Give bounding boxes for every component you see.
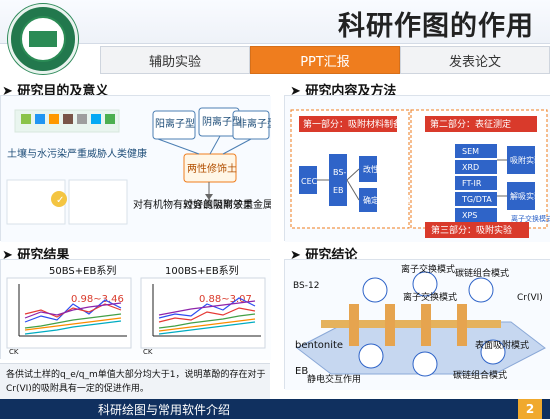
caption-left: 对有机物有较好的吸附效果 xyxy=(133,198,253,211)
conclusion-label-ion-2: 离子交换模式 xyxy=(403,291,457,303)
chart-right-title: 100BS+EB系列 xyxy=(165,264,239,277)
logo-inner xyxy=(20,16,66,62)
svg-text:✓: ✓ xyxy=(56,195,64,206)
conclusion-label-surface: 表面吸附模式 xyxy=(475,339,529,351)
method-ion-exchange: 离子交换模式 xyxy=(511,214,550,223)
purpose-diagram: 阳离子型 阴离子型 非离子型 两性修饰土 土壤与水污染严重威胁人类健康 对有机物… xyxy=(1,96,353,242)
method-desorption: 解吸实验 xyxy=(510,191,542,201)
conclusion-label-cr: Cr(VI) xyxy=(517,293,543,303)
results-charts: 50BS+EB系列 100BS+EB系列 0.98~3.46 0.88~3.07… xyxy=(1,260,271,360)
range-left: 0.98~3.46 xyxy=(71,294,124,305)
conclusion-label-eb: EB xyxy=(295,366,308,377)
note-line-2: Cr(VI)的吸附具有一定的促进作用。 xyxy=(6,384,149,394)
method-box-2: 第二部分：表征测定 xyxy=(430,118,511,130)
conclusion-label-carbon-2: 碳链组合模式 xyxy=(453,369,507,381)
method-xps: XPS xyxy=(462,211,477,220)
method-cec: CEC xyxy=(301,177,318,186)
purpose-panel: 阳离子型 阴离子型 非离子型 两性修饰土 土壤与水污染严重威胁人类健康 对有机物… xyxy=(0,95,353,242)
logo-building xyxy=(29,31,57,47)
method-tgdta: TG/DTA xyxy=(461,195,492,204)
tab-ppt-report[interactable]: PPT汇报 xyxy=(250,46,400,74)
result-note: 各供试土样的q_e/q_m单值大部分均大于1，说明革酚的存在对于 Cr(VI)的… xyxy=(0,363,270,401)
tab-assist-experiment[interactable]: 辅助实验 xyxy=(100,46,250,74)
tab-publish-paper[interactable]: 发表论文 xyxy=(400,46,550,74)
method-ftir: FT-IR xyxy=(462,179,482,188)
conclusion-label-bs12: BS-12 xyxy=(293,281,319,291)
label-nonionic: 非离子型 xyxy=(237,117,271,130)
conclusion-diagram: 离子交换模式 碳链组合模式 离子交换模式 BS-12 Cr(VI) benton… xyxy=(285,260,550,390)
legend-left-1: CK xyxy=(9,348,19,356)
method-condition: 改性条件 xyxy=(363,164,395,174)
label-soil-water: 土壤与水污染严重威胁人类健康 xyxy=(7,147,147,160)
label-anionic: 阴离子型 xyxy=(202,115,242,128)
conclusion-label-electrostatic: 静电交互作用 xyxy=(307,373,361,385)
logo-icon xyxy=(8,4,78,74)
range-right: 0.88~3.07 xyxy=(199,294,252,305)
caption-right: 对含氯阴离子重金属吸附效果不能满意 xyxy=(183,198,271,211)
conclusion-panel: 离子交换模式 碳链组合模式 离子交换模式 BS-12 Cr(VI) benton… xyxy=(284,259,550,390)
method-eb: EB xyxy=(333,186,344,195)
method-dose: 确定修饰剂量 xyxy=(363,195,411,205)
legend-right-1: CK xyxy=(143,348,153,356)
method-box-3: 第三部分：吸附实验 xyxy=(431,224,512,236)
conclusion-label-carbon: 碳链组合模式 xyxy=(455,267,509,279)
methods-diagram: 第一部分：吸附材料制备 第二部分：表征测定 第三部分：吸附实验 CEC BS-1… xyxy=(285,96,550,242)
footer-title: 科研绘图与常用软件介绍 xyxy=(98,403,231,417)
header-bar: 科研作图的作用 xyxy=(0,0,550,74)
page-number: 2 xyxy=(518,399,542,419)
conclusion-label-ion: 离子交换模式 xyxy=(401,263,455,275)
method-adsorption: 吸附实验 xyxy=(510,155,542,165)
top-tabs: 辅助实验 PPT汇报 发表论文 xyxy=(100,46,550,74)
footer-bar: 科研绘图与常用软件介绍 2 xyxy=(0,399,550,419)
label-cationic: 阳离子型 xyxy=(155,117,195,130)
chart-left-title: 50BS+EB系列 xyxy=(49,264,116,277)
method-sem: SEM xyxy=(462,147,479,156)
results-panel: 50BS+EB系列 100BS+EB系列 0.98~3.46 0.88~3.07… xyxy=(0,259,271,360)
method-box-1: 第一部分：吸附材料制备 xyxy=(303,118,402,130)
page-title: 科研作图的作用 xyxy=(338,11,534,42)
method-bs12: BS-12 xyxy=(333,168,357,177)
conclusion-label-bentonite: bentonite xyxy=(295,340,343,351)
method-xrd: XRD xyxy=(462,163,479,172)
note-line-1: 各供试土样的q_e/q_m单值大部分均大于1，说明革酚的存在对于 xyxy=(6,370,266,380)
label-amphoteric: 两性修饰土 xyxy=(187,162,237,175)
methods-panel: 第一部分：吸附材料制备 第二部分：表征测定 第三部分：吸附实验 CEC BS-1… xyxy=(284,95,550,242)
